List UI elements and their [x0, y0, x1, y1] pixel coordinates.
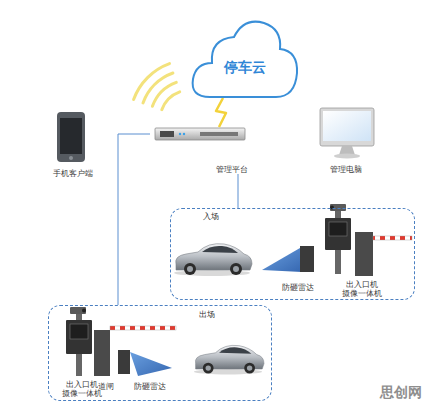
watermark: 思创网 [380, 384, 422, 401]
cloud-shape [190, 15, 300, 100]
monitor-node: 管理电脑 [318, 106, 374, 174]
entry-scene [174, 204, 412, 276]
signal-waves [134, 64, 180, 110]
part-label: 出入口机 摄像一体机 [342, 280, 382, 298]
label-anchor: 思创网 [380, 384, 422, 401]
part-label: 道闸 [98, 382, 114, 391]
entry-region: 入场 [170, 208, 415, 300]
phone-icon [57, 112, 85, 162]
phone-node: 手机客户端 [51, 108, 95, 178]
node-text: 入场 [203, 212, 219, 221]
node-text: 停车云 [224, 59, 266, 76]
cloud-outline [193, 22, 297, 97]
label-anchor: 防砸雷达 [134, 382, 166, 391]
part-label: 防砸雷达 [282, 283, 314, 292]
node-text: 出场 [199, 310, 215, 319]
server-node: 管理平台 [150, 124, 250, 174]
exit-region: 出场 [48, 305, 272, 401]
connector [216, 98, 226, 127]
label-anchor: 出入口机 摄像一体机 [342, 280, 382, 298]
node-text: 手机客户端 [53, 169, 93, 178]
label-anchor: 防砸雷达 [282, 283, 314, 292]
part-label: 出入口机 摄像一体机 [62, 380, 102, 398]
cloud-node: 停车云 [190, 15, 300, 100]
connector [238, 174, 239, 208]
node-text: 管理平台 [216, 165, 248, 174]
node-text: 管理电脑 [330, 165, 362, 174]
server-icon [155, 128, 245, 140]
monitor-icon [320, 108, 374, 159]
connector [118, 134, 150, 305]
label-anchor: 道闸 [98, 382, 114, 391]
label-anchor: 出入口机 摄像一体机 [62, 380, 102, 398]
part-label: 防砸雷达 [134, 382, 166, 391]
exit-scene [66, 307, 264, 376]
